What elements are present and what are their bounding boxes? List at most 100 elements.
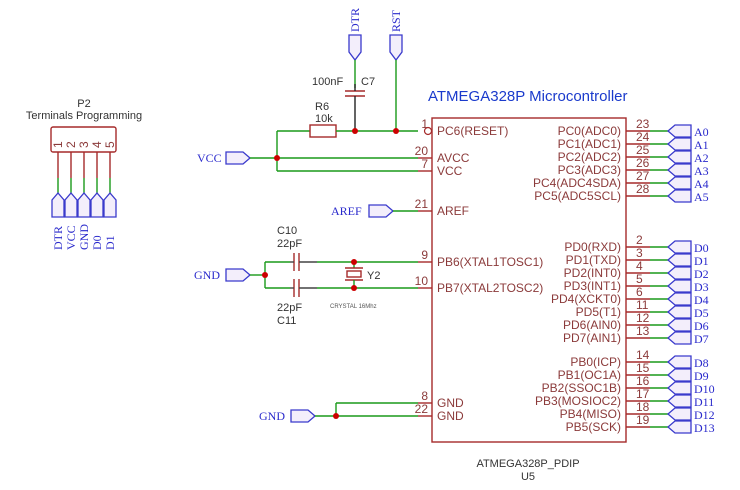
net-port-d5[interactable]: D5 <box>667 305 709 320</box>
net-port-d2[interactable]: D2 <box>667 266 709 281</box>
net-port-d10[interactable]: D10 <box>667 381 715 396</box>
aref-port[interactable]: AREF <box>331 204 394 218</box>
net-label: D0 <box>694 241 709 255</box>
pin-name: PD1(TXD) <box>566 253 621 267</box>
capacitor-c11[interactable] <box>290 279 317 297</box>
connector-net-label: GND <box>77 224 91 250</box>
pin-number: 25 <box>636 143 650 157</box>
net-port-d7[interactable]: D7 <box>667 331 709 346</box>
net-port-a0[interactable]: A0 <box>667 124 709 139</box>
net-port-d13[interactable]: D13 <box>667 420 715 435</box>
connector-net-label: D1 <box>103 235 117 250</box>
junction-dot <box>262 272 268 278</box>
connector-net-label: VCC <box>64 225 78 250</box>
net-port-d11[interactable]: D11 <box>667 394 714 409</box>
pin-name: PD0(RXD) <box>564 240 621 254</box>
pin-name: PD3(INT1) <box>564 279 621 293</box>
net-label: D10 <box>694 382 715 396</box>
r6-value: 10k <box>315 113 333 125</box>
chip-part-label: ATMEGA328P_PDIP <box>476 458 579 470</box>
pin-number: 24 <box>636 130 650 144</box>
pin-number: 7 <box>421 157 428 171</box>
gnd-xtal-label: GND <box>194 268 220 282</box>
pin-number: 14 <box>636 348 650 362</box>
connector-pin-number: 5 <box>103 141 117 148</box>
net-port-d12[interactable]: D12 <box>667 407 715 422</box>
chip-right-pins: 23PC0(ADC0)A024PC1(ADC1)A125PC2(ADC2)A22… <box>533 117 715 435</box>
capacitor-c7[interactable] <box>345 84 365 131</box>
connector-pin-4[interactable]: 4D0 <box>90 141 104 250</box>
c7-ref: C7 <box>361 76 375 88</box>
net-port-a5[interactable]: A5 <box>667 189 709 204</box>
resistor-r6[interactable] <box>309 124 337 138</box>
pin-number: 1 <box>421 117 428 131</box>
capacitor-c10[interactable] <box>290 253 317 271</box>
crystal-y2[interactable] <box>345 262 363 288</box>
connector-pin-number: 1 <box>51 141 65 148</box>
net-label: D11 <box>694 395 714 409</box>
net-port-d1[interactable]: D1 <box>667 253 709 268</box>
net-label: A5 <box>694 190 709 204</box>
net-port-d0[interactable]: D0 <box>667 240 709 255</box>
net-port-a1[interactable]: A1 <box>667 137 709 152</box>
vcc-label: VCC <box>197 151 222 165</box>
pin-name: PC5(ADC5SCL) <box>534 189 621 203</box>
net-port-d8[interactable]: D8 <box>667 355 709 370</box>
gnd-port-xtal[interactable]: GND <box>194 268 251 282</box>
schematic-title: ATMEGA328P Microcontroller <box>428 88 628 105</box>
net-port-a4[interactable]: A4 <box>667 176 709 191</box>
rst-port[interactable]: RST <box>389 9 403 62</box>
net-port-a2[interactable]: A2 <box>667 150 709 165</box>
net-port-d6[interactable]: D6 <box>667 318 709 333</box>
net-port-a3[interactable]: A3 <box>667 163 709 178</box>
net-port-d4[interactable]: D4 <box>667 292 709 307</box>
c10-ref: C10 <box>277 225 297 237</box>
connector-pin-5[interactable]: 5D1 <box>103 141 117 250</box>
pin-number: 18 <box>636 400 650 414</box>
net-port-d3[interactable]: D3 <box>667 279 709 294</box>
pin-name: PD6(AIN0) <box>563 318 621 332</box>
vcc-port[interactable]: VCC <box>197 151 251 165</box>
pin-number: 9 <box>421 248 428 262</box>
aref-label: AREF <box>331 204 362 218</box>
pin-name: PC2(ADC2) <box>558 150 621 164</box>
chip-body[interactable] <box>431 117 627 443</box>
dtr-label: DTR <box>348 8 362 32</box>
dtr-port[interactable]: DTR <box>348 8 362 62</box>
net-label: D8 <box>694 356 709 370</box>
gnd-port-chip[interactable]: GND <box>259 409 316 423</box>
pin-number: 3 <box>636 246 643 260</box>
net-port-d9[interactable]: D9 <box>667 368 709 383</box>
